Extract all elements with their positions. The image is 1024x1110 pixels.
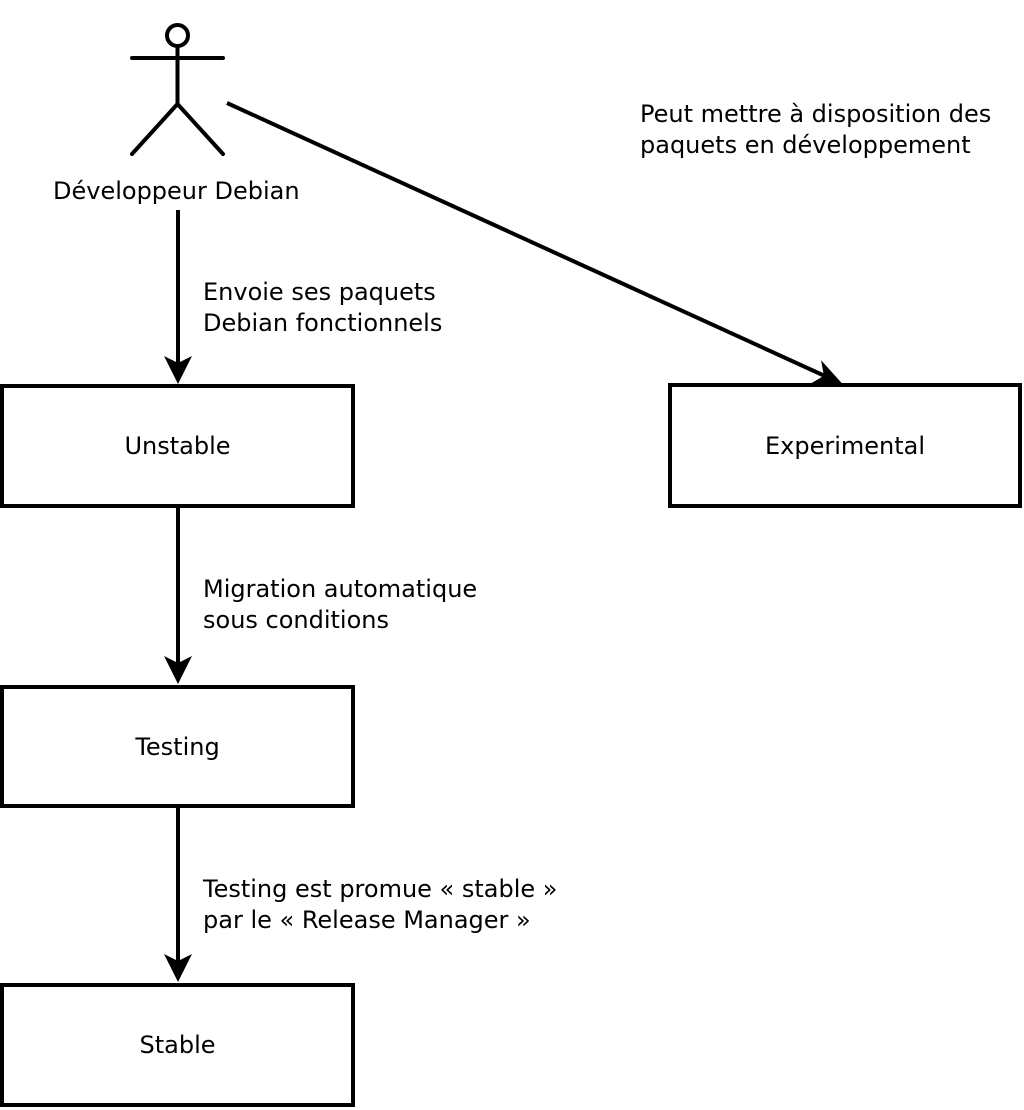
annotation-line: Envoie ses paquets [203, 278, 436, 306]
annotation-line: Debian fonctionnels [203, 309, 443, 337]
actor-right-leg [175, 102, 225, 156]
annotation-to-testing: Migration automatique sous conditions [203, 574, 477, 636]
arrowhead-icon [164, 954, 192, 982]
annotation-line: par le « Release Manager » [203, 906, 531, 934]
annotation-line: sous conditions [203, 606, 389, 634]
arrow-unstable-to-testing [164, 508, 192, 684]
node-experimental-label: Experimental [764, 431, 926, 460]
node-unstable-label: Unstable [124, 432, 231, 460]
node-stable: Stable [0, 983, 355, 1107]
arrow-developer-to-experimental [226, 101, 843, 385]
annotation-line: Peut mettre à disposition des [640, 100, 992, 128]
node-experimental: Experimental [668, 383, 1022, 508]
annotation-line: paquets en développement [640, 131, 971, 159]
annotation-to-unstable: Envoie ses paquets Debian fonctionnels [203, 277, 442, 339]
arrowhead-icon [164, 656, 192, 684]
actor-head [165, 23, 190, 48]
arrowhead-icon [810, 360, 843, 385]
actor-left-leg [130, 102, 180, 156]
arrow-testing-to-stable [164, 808, 192, 982]
node-testing-label: Testing [135, 732, 220, 761]
node-stable-label: Stable [139, 1031, 216, 1059]
arrowhead-icon [164, 356, 192, 384]
annotation-to-stable: Testing est promue « stable » par le « R… [203, 874, 557, 936]
node-testing: Testing [0, 685, 355, 808]
annotation-line: Testing est promue « stable » [203, 875, 558, 903]
arrow-developer-to-unstable [164, 210, 192, 384]
node-unstable: Unstable [0, 384, 355, 508]
annotation-line: Migration automatique [203, 575, 478, 603]
stick-figure-icon [130, 23, 225, 156]
annotation-to-experimental: Peut mettre à disposition des paquets en… [640, 99, 991, 161]
actor-label: Développeur Debian [53, 177, 300, 205]
